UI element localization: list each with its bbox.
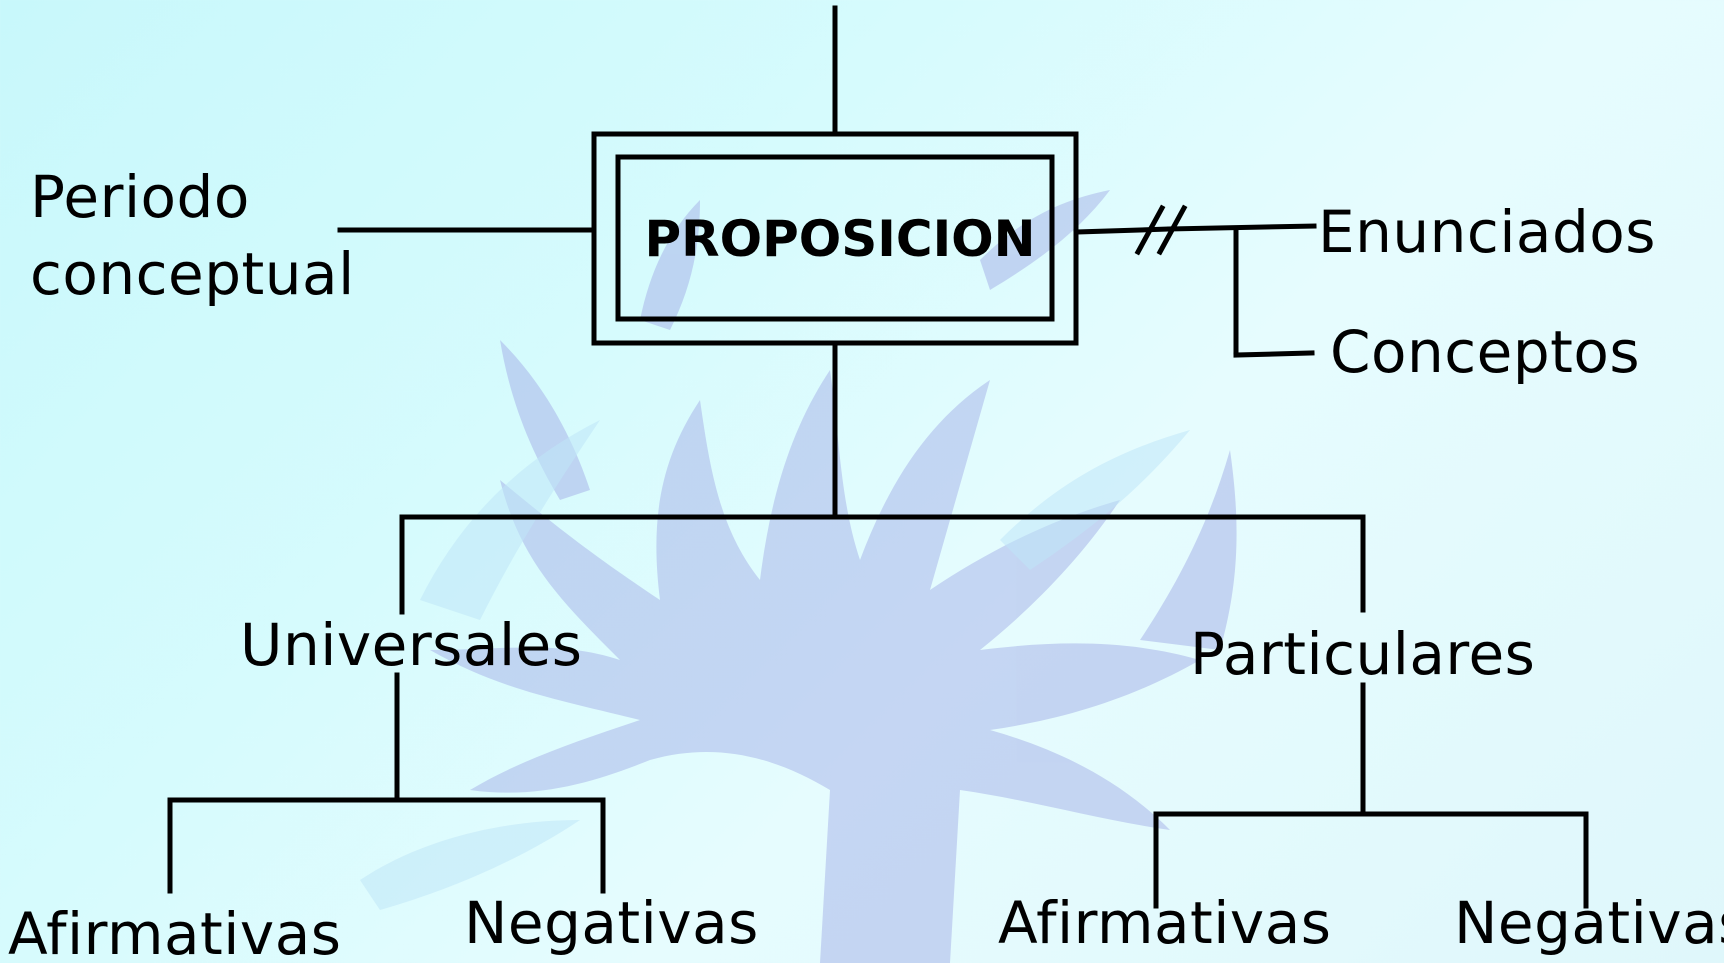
particular-child-affirmative: Afirmativas	[998, 889, 1332, 957]
tree-watermark-icon	[430, 190, 1237, 963]
center-box-inner	[615, 154, 1055, 322]
branch-universal-label: Universales	[240, 611, 583, 679]
break-mark-2	[1156, 204, 1188, 256]
right-node-bottom: Conceptos	[1330, 318, 1641, 386]
connector-right-b	[1167, 223, 1317, 232]
watermark-light-tint	[360, 420, 1190, 910]
universal-child-negative: Negativas	[464, 889, 759, 957]
universal-child-affirmative: Afirmativas	[8, 900, 342, 963]
right-node-top: Enunciados	[1318, 198, 1656, 266]
branch-particular-label: Particulares	[1190, 620, 1536, 688]
left-node-line2: conceptual	[30, 240, 355, 308]
connector-right-a	[1073, 226, 1173, 235]
center-box-label: PROPOSICION	[644, 210, 1036, 268]
break-mark-1	[1134, 204, 1166, 256]
left-node-line1: Periodo	[30, 163, 250, 231]
particular-child-negative: Negativas	[1454, 889, 1724, 957]
connector-right-sub-h	[1233, 350, 1315, 358]
